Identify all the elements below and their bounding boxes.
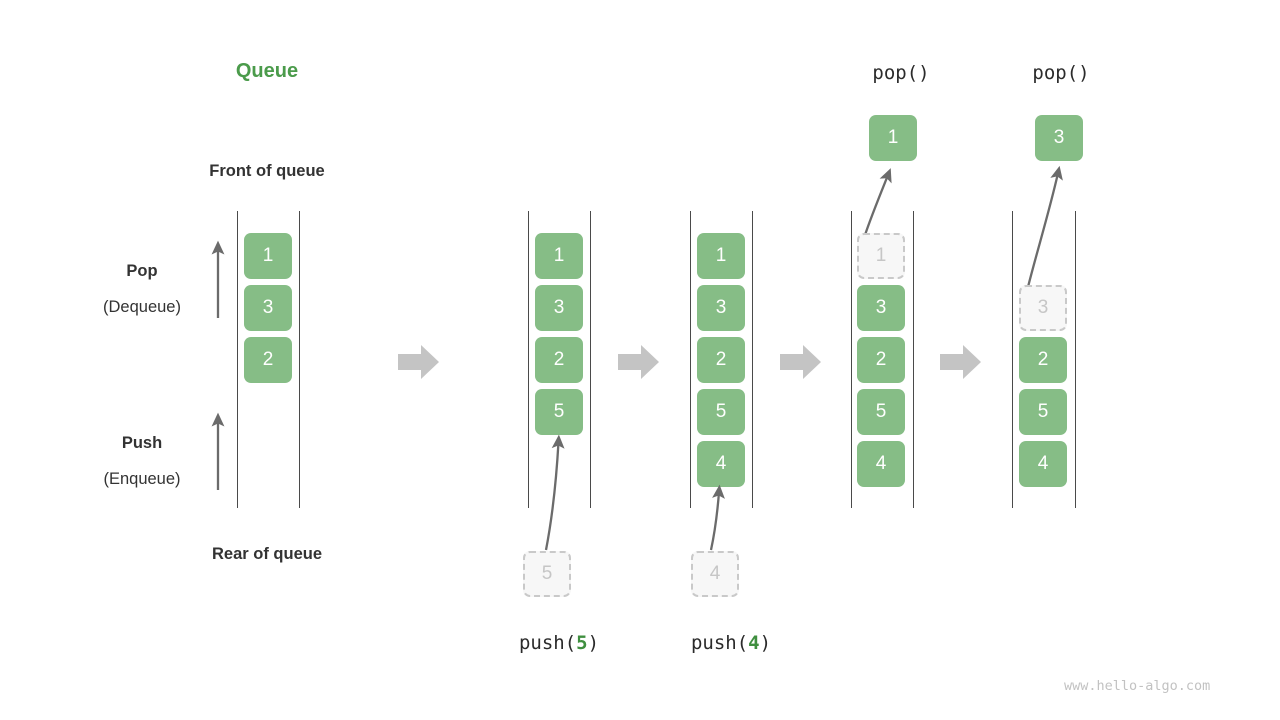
- queue-rail-left: [1012, 211, 1013, 508]
- push-label: Push: [121, 434, 163, 452]
- queue-element: 3: [244, 285, 292, 331]
- op-parens: (): [906, 62, 930, 84]
- diagram-title: Queue: [235, 60, 299, 82]
- queue-element: 2: [857, 337, 905, 383]
- popped-slot-ghost: 1: [857, 233, 905, 279]
- push-alt-label: (Enqueue): [103, 470, 181, 488]
- queue-rail-right: [1075, 211, 1076, 508]
- op-parens: (): [1066, 62, 1090, 84]
- queue-rail-right: [752, 211, 753, 508]
- queue-element: 3: [857, 285, 905, 331]
- push-arrow: [544, 434, 565, 551]
- queue-element: 4: [1019, 441, 1067, 487]
- queue-element: 5: [535, 389, 583, 435]
- push-direction-arrow: [211, 412, 225, 490]
- op-paren-close: ): [587, 632, 600, 654]
- queue-rail-left: [237, 211, 238, 508]
- queue-element: 2: [697, 337, 745, 383]
- queue-element: 2: [535, 337, 583, 383]
- popped-element: 3: [1035, 115, 1083, 161]
- queue-element: 5: [697, 389, 745, 435]
- rear-of-queue-label: Rear of queue: [211, 545, 323, 563]
- separator-2: [618, 345, 659, 379]
- pop-label: Pop: [126, 262, 158, 280]
- push-arrow: [709, 484, 725, 551]
- front-of-queue-label: Front of queue: [209, 162, 325, 180]
- pop-direction-arrow: [211, 240, 225, 318]
- queue-element: 3: [697, 285, 745, 331]
- op-arg: 4: [748, 632, 760, 654]
- queue-element: 1: [535, 233, 583, 279]
- separator-1: [398, 345, 439, 379]
- op-name: push: [518, 632, 565, 654]
- pop-alt-label: (Dequeue): [103, 298, 181, 316]
- op-arg: 5: [576, 632, 588, 654]
- queue-rail-right: [299, 211, 300, 508]
- separator-3: [780, 345, 821, 379]
- queue-element: 3: [535, 285, 583, 331]
- op-name: pop: [872, 62, 907, 84]
- pop-arrow: [863, 168, 892, 236]
- incoming-element-ghost: 5: [523, 551, 571, 597]
- queue-element: 1: [244, 233, 292, 279]
- queue-element: 5: [1019, 389, 1067, 435]
- op-paren-close: ): [759, 632, 772, 654]
- queue-rail-right: [913, 211, 914, 508]
- queue-element: 2: [244, 337, 292, 383]
- op-name: pop: [1032, 62, 1067, 84]
- popped-element: 1: [869, 115, 917, 161]
- queue-rail-left: [851, 211, 852, 508]
- incoming-element-ghost: 4: [691, 551, 739, 597]
- queue-rail-left: [528, 211, 529, 508]
- stage-caption-push-4: push(4): [641, 632, 821, 654]
- stage-caption-pop-3: pop(): [971, 62, 1151, 84]
- watermark: www.hello-algo.com: [1064, 678, 1211, 694]
- stage-caption-pop-1: pop(): [811, 62, 991, 84]
- pop-arrow: [1026, 165, 1063, 288]
- popped-slot-ghost: 3: [1019, 285, 1067, 331]
- queue-element: 4: [697, 441, 745, 487]
- queue-element: 1: [697, 233, 745, 279]
- op-paren-open: (: [736, 632, 749, 654]
- stage-caption-push-5: push(5): [469, 632, 649, 654]
- queue-element: 4: [857, 441, 905, 487]
- queue-rail-left: [690, 211, 691, 508]
- queue-element: 2: [1019, 337, 1067, 383]
- queue-element: 5: [857, 389, 905, 435]
- op-paren-open: (: [564, 632, 577, 654]
- op-name: push: [690, 632, 737, 654]
- separator-4: [940, 345, 981, 379]
- queue-rail-right: [590, 211, 591, 508]
